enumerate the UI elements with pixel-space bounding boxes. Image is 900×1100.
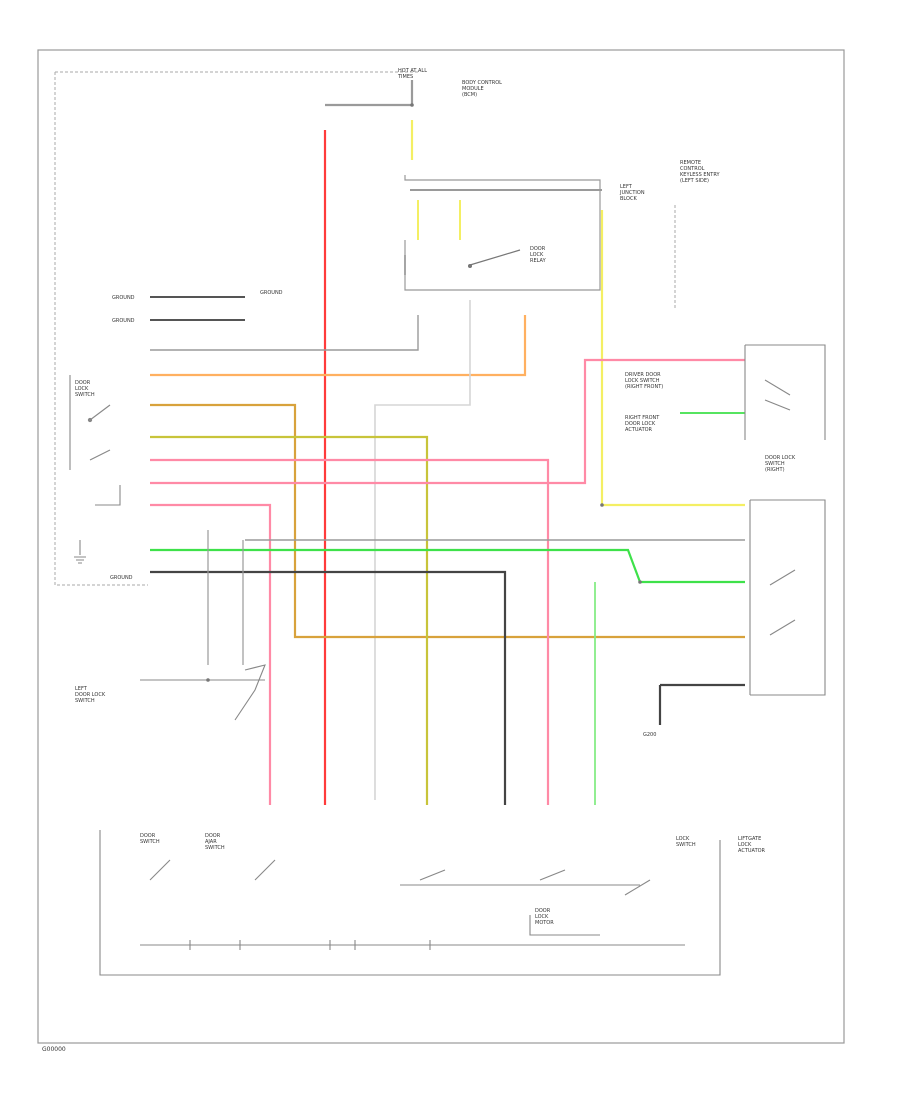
label-ground-1: GROUND [112,295,135,301]
label-right-door-switch: DRIVER DOOR LOCK SWITCH (RIGHT FRONT) [625,372,664,390]
relay-box [404,175,602,291]
diagram-border [37,49,845,1044]
wire-yellow-right [600,210,745,507]
label-ground-4: GROUND [260,290,283,296]
wire-tan [150,403,745,639]
wire-pink-left [150,503,272,805]
ground-arrows [150,296,245,321]
label-lock-switch: LOCK SWITCH [676,836,696,848]
label-junction-block: LEFT JUNCTION BLOCK [620,184,645,202]
label-left-door-switch: LEFT DOOR LOCK SWITCH [75,686,106,704]
label-power-distribution: BODY CONTROL MODULE (BCM) [462,80,502,98]
label-door-switch: DOOR SWITCH [140,833,160,845]
wire-gray-left1 [207,530,244,665]
wire-pink-right [150,358,745,485]
wire-feed-gray [325,80,414,107]
wire-gray-mid [150,315,419,351]
wire-black [150,570,507,805]
left-module [69,375,121,564]
wire-black-right [658,683,745,725]
connector-dots [206,103,642,682]
harness-boundary [54,71,420,586]
wire-olive [150,435,429,805]
wire-light-gray-vert [374,300,471,800]
vertical-wires [150,130,745,805]
wire-pink [150,458,550,805]
top-feed [325,80,414,160]
label-right-lock-motor: RIGHT FRONT DOOR LOCK ACTUATOR [625,415,660,433]
label-door-ajar: DOOR AJAR SWITCH [205,833,225,851]
label-right-switch-module: DOOR LOCK SWITCH (RIGHT) [765,455,796,473]
label-ground-3: GROUND [110,575,133,581]
right-switch-module [744,344,826,696]
label-left-module: DOOR LOCK SWITCH [75,380,95,398]
label-door-lock-motor: DOOR LOCK MOTOR [535,908,554,926]
label-remote-note: REMOTE CONTROL KEYLESS ENTRY (LEFT SIDE) [680,160,720,184]
label-ground-point: G200 [643,732,657,738]
wire-green [150,548,745,584]
label-door-lock-relay: DOOR LOCK RELAY [530,246,546,264]
label-ground-2: GROUND [112,318,135,324]
wire-orange-top [150,315,527,377]
label-hot-at-all-times: HOT AT ALL TIMES [398,68,428,80]
diagram-code: G00000 [42,1046,66,1053]
label-liftgate-actuator: LIFTGATE LOCK ACTUATOR [738,836,766,854]
lower-switch-section [99,664,721,976]
